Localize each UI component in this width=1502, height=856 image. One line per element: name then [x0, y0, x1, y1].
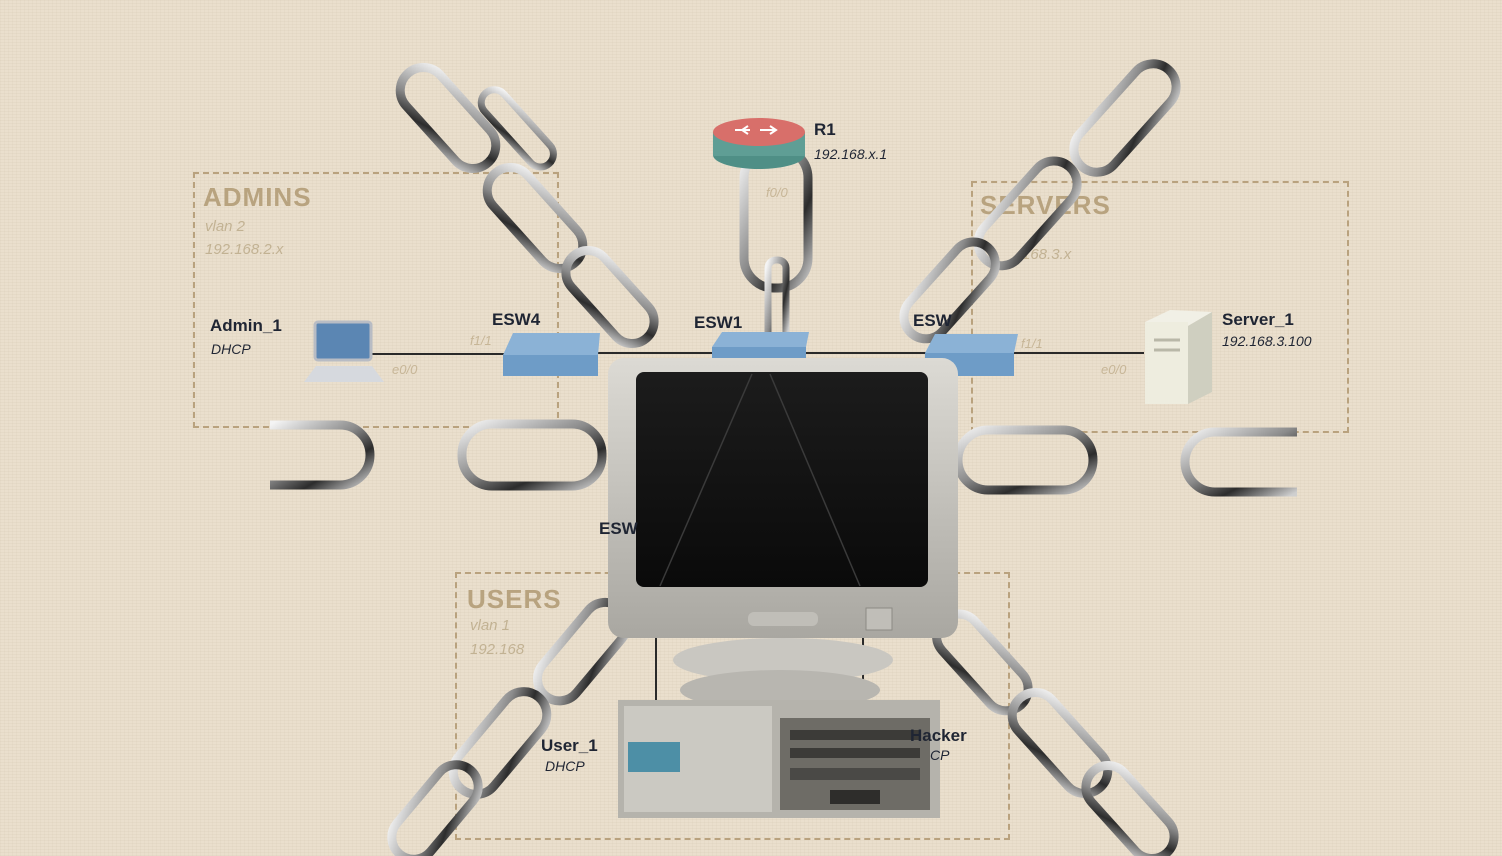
esw-right-port: f1/1 — [1021, 336, 1043, 351]
link-user-drop — [655, 586, 657, 728]
hacker-addr: CP — [930, 747, 950, 763]
esw-low-label: ESW — [599, 519, 638, 538]
switch-esw4-icon — [503, 333, 600, 376]
users-zone-vlan: vlan 1 — [470, 617, 511, 634]
admin-label: Admin_1 — [210, 316, 282, 335]
chain-east — [953, 425, 1297, 497]
laptop-admin-icon — [304, 320, 384, 382]
desktop-case-icon — [618, 700, 940, 818]
admin-addr: DHCP — [211, 341, 251, 357]
link-admin-esw4 — [372, 353, 507, 355]
server-port: e0/0 — [1101, 362, 1127, 377]
link-esw-server — [1012, 352, 1144, 354]
users-zone-title: USERS — [467, 584, 562, 614]
esw-right-label: ESW — [913, 311, 952, 330]
link-esw1-esw — [805, 352, 945, 354]
server-label: Server_1 — [1222, 310, 1294, 329]
user-label: User_1 — [541, 736, 598, 755]
admins-zone-vlan: vlan 2 — [205, 218, 246, 235]
esw1-label: ESW1 — [694, 313, 743, 332]
server-ip: 192.168.3.100 — [1222, 333, 1312, 349]
admin-port: e0/0 — [392, 362, 418, 377]
admins-zone-subnet: 192.168.2.x — [205, 241, 284, 258]
chain-north — [739, 66, 813, 344]
esw4-port: f1/1 — [470, 333, 492, 348]
chain-northwest — [395, 63, 659, 349]
link-esw4-esw1 — [598, 352, 716, 354]
router-ip: 192.168.x.1 — [814, 146, 888, 162]
chain-west — [270, 419, 607, 491]
admins-zone-title: ADMINS — [203, 182, 312, 212]
servers-zone-subnet: 168.3.x — [1022, 246, 1072, 263]
router-label: R1 — [814, 120, 836, 139]
chain-northeast — [899, 59, 1181, 344]
switch-esw-right-icon — [925, 334, 1018, 376]
admins-zone — [193, 172, 559, 428]
users-zone-subnet: 192.168 — [470, 641, 525, 658]
server-icon — [1145, 310, 1212, 404]
chain-southwest — [387, 597, 632, 856]
router-r1-icon — [713, 118, 805, 169]
esw4-label: ESW4 — [492, 310, 541, 329]
crt-monitor-icon — [608, 358, 958, 710]
router-port: f0/0 — [766, 185, 788, 200]
user-addr: DHCP — [545, 758, 585, 774]
hacker-label: Hacker — [910, 726, 967, 745]
servers-zone — [971, 181, 1349, 433]
